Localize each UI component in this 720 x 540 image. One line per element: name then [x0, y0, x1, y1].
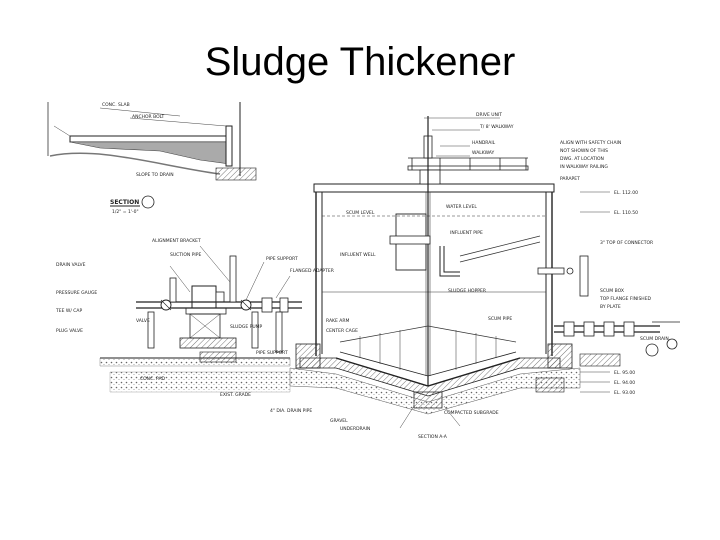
svg-text:PIPE SUPPORT: PIPE SUPPORT — [266, 256, 298, 262]
pipe-support-label: PIPE SUPPORT — [256, 350, 288, 356]
el-top-label: EL. 112.00 — [614, 190, 638, 196]
svg-text:EXIST. GRADE: EXIST. GRADE — [220, 392, 251, 398]
svg-text:NOT SHOWN OF THIS: NOT SHOWN OF THIS — [560, 148, 608, 154]
tank-callouts: DRIVE UNIT T/ 8' WALKWAY HANDRAIL WALKWA… — [136, 112, 514, 440]
svg-text:IN WALKWAY RAILING: IN WALKWAY RAILING — [560, 164, 608, 170]
svg-text:ALIGNMENT BRACKET: ALIGNMENT BRACKET — [152, 238, 201, 244]
walkway-label: WALKWAY — [472, 150, 495, 156]
svg-text:SLOPE TO DRAIN: SLOPE TO DRAIN — [136, 172, 174, 178]
el-floor-label: EL. 95.00 — [614, 370, 635, 376]
svg-text:SCUM DRAIN: SCUM DRAIN — [640, 336, 669, 342]
sludge-thickener-drawing: CONC. SLAB ANCHOR BOLT SLOPE TO DRAIN SE… — [47, 102, 680, 440]
svg-text:PLUG VALVE: PLUG VALVE — [56, 328, 83, 334]
sludge-hopper-label: SLUDGE HOPPER — [448, 288, 486, 294]
svg-text:CONC. PAD: CONC. PAD — [140, 376, 166, 382]
svg-text:DRAIN VALVE: DRAIN VALVE — [56, 262, 86, 268]
svg-text:SECTION A-A: SECTION A-A — [418, 434, 448, 440]
drive-unit-label: DRIVE UNIT — [476, 112, 502, 118]
handrail-label: HANDRAIL — [472, 140, 496, 146]
el-footing-label: EL. 93.00 — [614, 390, 635, 396]
center-cage-label: CENTER CAGE — [326, 328, 358, 334]
rake-arm-label: RAKE ARM — [326, 318, 349, 324]
influent-well-label: INFLUENT WELL — [340, 252, 376, 258]
scum-level-label: SCUM LEVEL — [346, 210, 375, 216]
svg-text:TOP FLANGE FINISHED: TOP FLANGE FINISHED — [599, 296, 652, 302]
svg-text:TEE W/ CAP: TEE W/ CAP — [55, 308, 82, 314]
thickener-tank — [289, 116, 581, 415]
pump-piping-area: ALIGNMENT BRACKET SUCTION PIPE PIPE SUPP… — [55, 238, 334, 414]
svg-text:CONC. SLAB: CONC. SLAB — [102, 102, 130, 108]
svg-text:BY PLATE: BY PLATE — [600, 304, 621, 310]
influent-pipe-label: INFLUENT PIPE — [450, 230, 483, 236]
section-scale: 1/2" = 1'-0" — [112, 209, 139, 215]
svg-text:T/ 8' WALKWAY: T/ 8' WALKWAY — [479, 124, 514, 130]
svg-text:FLANGED ADAPTER: FLANGED ADAPTER — [290, 268, 334, 274]
gravel-label: GRAVEL — [330, 418, 348, 424]
svg-text:SCUM BOX: SCUM BOX — [600, 288, 624, 294]
underdrain-label: UNDERDRAIN — [340, 426, 370, 432]
svg-text:DWG. AT LOCATION: DWG. AT LOCATION — [560, 156, 604, 162]
svg-text:PRESSURE GAUGE: PRESSURE GAUGE — [56, 290, 97, 296]
svg-text:ANCHOR BOLT: ANCHOR BOLT — [132, 114, 165, 120]
valve-label: VALVE — [136, 318, 150, 324]
slide-title: Sludge Thickener — [204, 40, 516, 84]
sludge-pump-label: SLUDGE PUMP — [230, 324, 263, 330]
section-label: SECTION — [110, 199, 139, 206]
engineering-drawing: CONC. SLAB ANCHOR BOLT SLOPE TO DRAIN SE… — [40, 96, 690, 446]
water-level-label: WATER LEVEL — [446, 204, 477, 210]
el-bottom-label: EL. 94.00 — [614, 380, 635, 386]
top-left-detail: CONC. SLAB ANCHOR BOLT SLOPE TO DRAIN SE… — [47, 102, 257, 215]
svg-text:ALIGN WITH SAFETY CHAIN: ALIGN WITH SAFETY CHAIN — [560, 140, 621, 146]
scum-box-area: ALIGN WITH SAFETY CHAIN NOT SHOWN OF THI… — [535, 140, 680, 396]
svg-text:SUCTION PIPE: SUCTION PIPE — [170, 252, 201, 258]
el-water-label: EL. 110.50 — [614, 210, 638, 216]
compacted-subgrade-label: COMPACTED SUBGRADE — [444, 410, 499, 416]
scum-pipe-label: SCUM PIPE — [488, 316, 512, 322]
svg-text:4" DIA. DRAIN PIPE: 4" DIA. DRAIN PIPE — [270, 408, 312, 414]
svg-text:3" TOP OF CONNECTOR: 3" TOP OF CONNECTOR — [600, 240, 653, 246]
svg-text:PARAPET: PARAPET — [560, 176, 580, 182]
